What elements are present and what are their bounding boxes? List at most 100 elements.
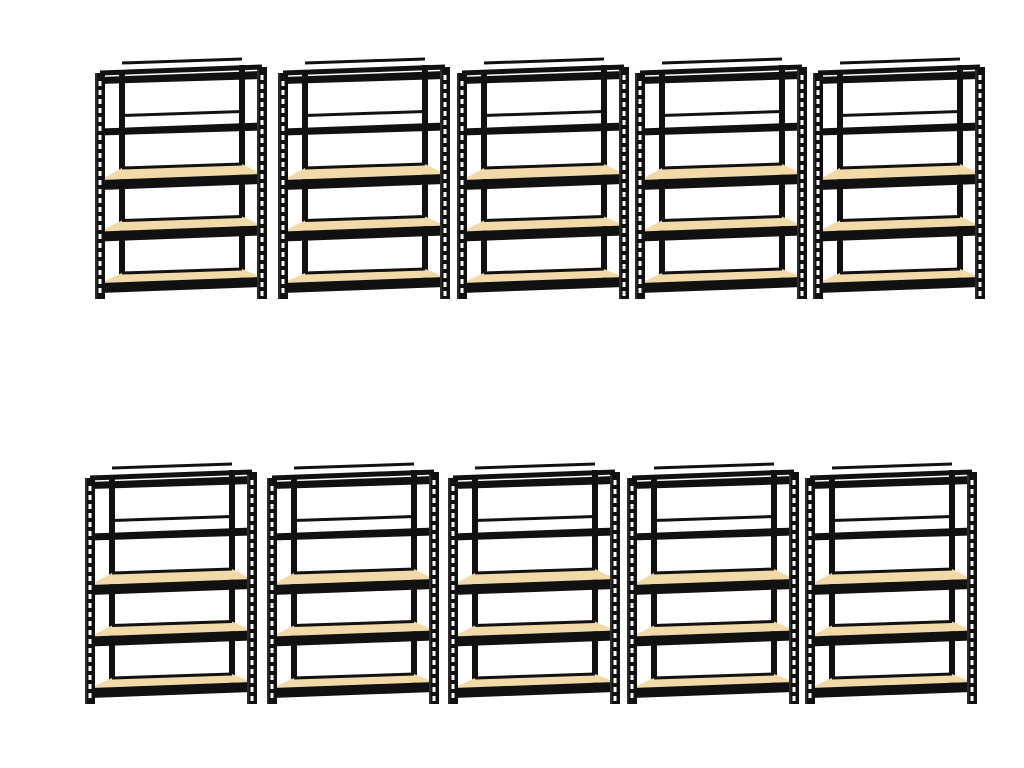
- post-slot: [451, 486, 455, 491]
- post-slot: [638, 279, 642, 284]
- post-slot: [443, 174, 447, 179]
- front-post-edge: [448, 478, 450, 704]
- post-slot: [970, 570, 974, 575]
- post-slot: [260, 201, 264, 206]
- post-slot: [260, 219, 264, 224]
- post-slot: [638, 90, 642, 95]
- post-slot: [270, 675, 274, 680]
- post-slot: [622, 156, 626, 161]
- shelf: [818, 215, 980, 242]
- shelving-unit: [262, 450, 442, 710]
- post-slot: [460, 171, 464, 176]
- post-slot: [792, 579, 796, 584]
- post-slot: [630, 549, 634, 554]
- shelf-back-beam: [831, 515, 953, 522]
- post-slot: [792, 570, 796, 575]
- post-slot: [281, 279, 285, 284]
- post-slot: [270, 621, 274, 626]
- post-slot: [443, 129, 447, 134]
- post-slot: [970, 507, 974, 512]
- shelving-unit-drawing: [635, 57, 807, 299]
- front-post-edge: [267, 478, 269, 704]
- post-slot: [451, 621, 455, 626]
- shelf: [632, 515, 794, 541]
- post-slot: [808, 585, 812, 590]
- shelf-beam: [818, 122, 980, 136]
- shelf-back-beam: [304, 162, 426, 170]
- front-post-edge: [789, 472, 791, 704]
- post-slot: [622, 255, 626, 260]
- post-slot: [800, 273, 804, 278]
- shelf-beam: [272, 527, 434, 541]
- post-slot: [443, 165, 447, 170]
- shelf-beam: [632, 527, 794, 541]
- post-slot: [88, 684, 92, 689]
- post-slot: [460, 216, 464, 221]
- post-slot: [432, 498, 436, 503]
- post-slot: [260, 264, 264, 269]
- post-slot: [630, 603, 634, 608]
- post-slot: [808, 504, 812, 509]
- post-slot: [281, 144, 285, 149]
- post-slot: [978, 228, 982, 233]
- post-slot: [281, 252, 285, 257]
- shelving-unit-drawing: [85, 462, 257, 704]
- post-slot: [460, 198, 464, 203]
- post-slot: [808, 531, 812, 536]
- post-slot: [816, 216, 820, 221]
- shelf-back-beam: [111, 620, 233, 627]
- post-slot: [816, 288, 820, 293]
- post-slot: [432, 651, 436, 656]
- post-slot: [88, 639, 92, 644]
- shelving-unit-drawing: [95, 57, 267, 299]
- post-slot: [800, 165, 804, 170]
- front-post: [278, 73, 288, 299]
- post-slot: [451, 531, 455, 536]
- shelf-beam: [100, 277, 262, 293]
- shelving-unit: [90, 45, 270, 305]
- post-slot: [630, 594, 634, 599]
- post-slot: [970, 489, 974, 494]
- shelf-beam: [640, 174, 802, 190]
- shelving-unit-drawing: [805, 462, 977, 704]
- post-slot: [98, 117, 102, 122]
- post-slot: [630, 576, 634, 581]
- post-slot: [613, 633, 617, 638]
- post-slot: [800, 111, 804, 116]
- shelf-back-beam: [483, 215, 605, 222]
- front-post-bar: [627, 478, 637, 704]
- post-slot: [270, 504, 274, 509]
- post-slot: [88, 540, 92, 545]
- post-slot: [260, 174, 264, 179]
- post-slot: [970, 516, 974, 521]
- post-slot: [816, 117, 820, 122]
- post-slot: [250, 516, 254, 521]
- shelf: [462, 110, 624, 136]
- post-slot: [432, 606, 436, 611]
- post-slot: [638, 99, 642, 104]
- front-post-edge: [635, 73, 637, 299]
- post-slot: [451, 558, 455, 563]
- shelving-unit: [630, 45, 810, 305]
- post-slot: [792, 651, 796, 656]
- post-slot: [98, 279, 102, 284]
- post-slot: [808, 567, 812, 572]
- post-slot: [443, 156, 447, 161]
- post-slot: [630, 684, 634, 689]
- shelf-beam: [640, 122, 802, 136]
- post-slot: [260, 138, 264, 143]
- post-slot: [816, 234, 820, 239]
- post-slot: [250, 579, 254, 584]
- post-slot: [978, 237, 982, 242]
- shelf-beam: [90, 630, 252, 647]
- post-slot: [250, 642, 254, 647]
- post-slot: [630, 648, 634, 653]
- post-slot: [451, 513, 455, 518]
- post-slot: [250, 543, 254, 548]
- post-slot: [98, 198, 102, 203]
- front-post: [813, 73, 823, 299]
- post-slot: [613, 678, 617, 683]
- post-slot: [970, 525, 974, 530]
- shelf-back-beam: [474, 515, 596, 522]
- shelf: [640, 162, 802, 190]
